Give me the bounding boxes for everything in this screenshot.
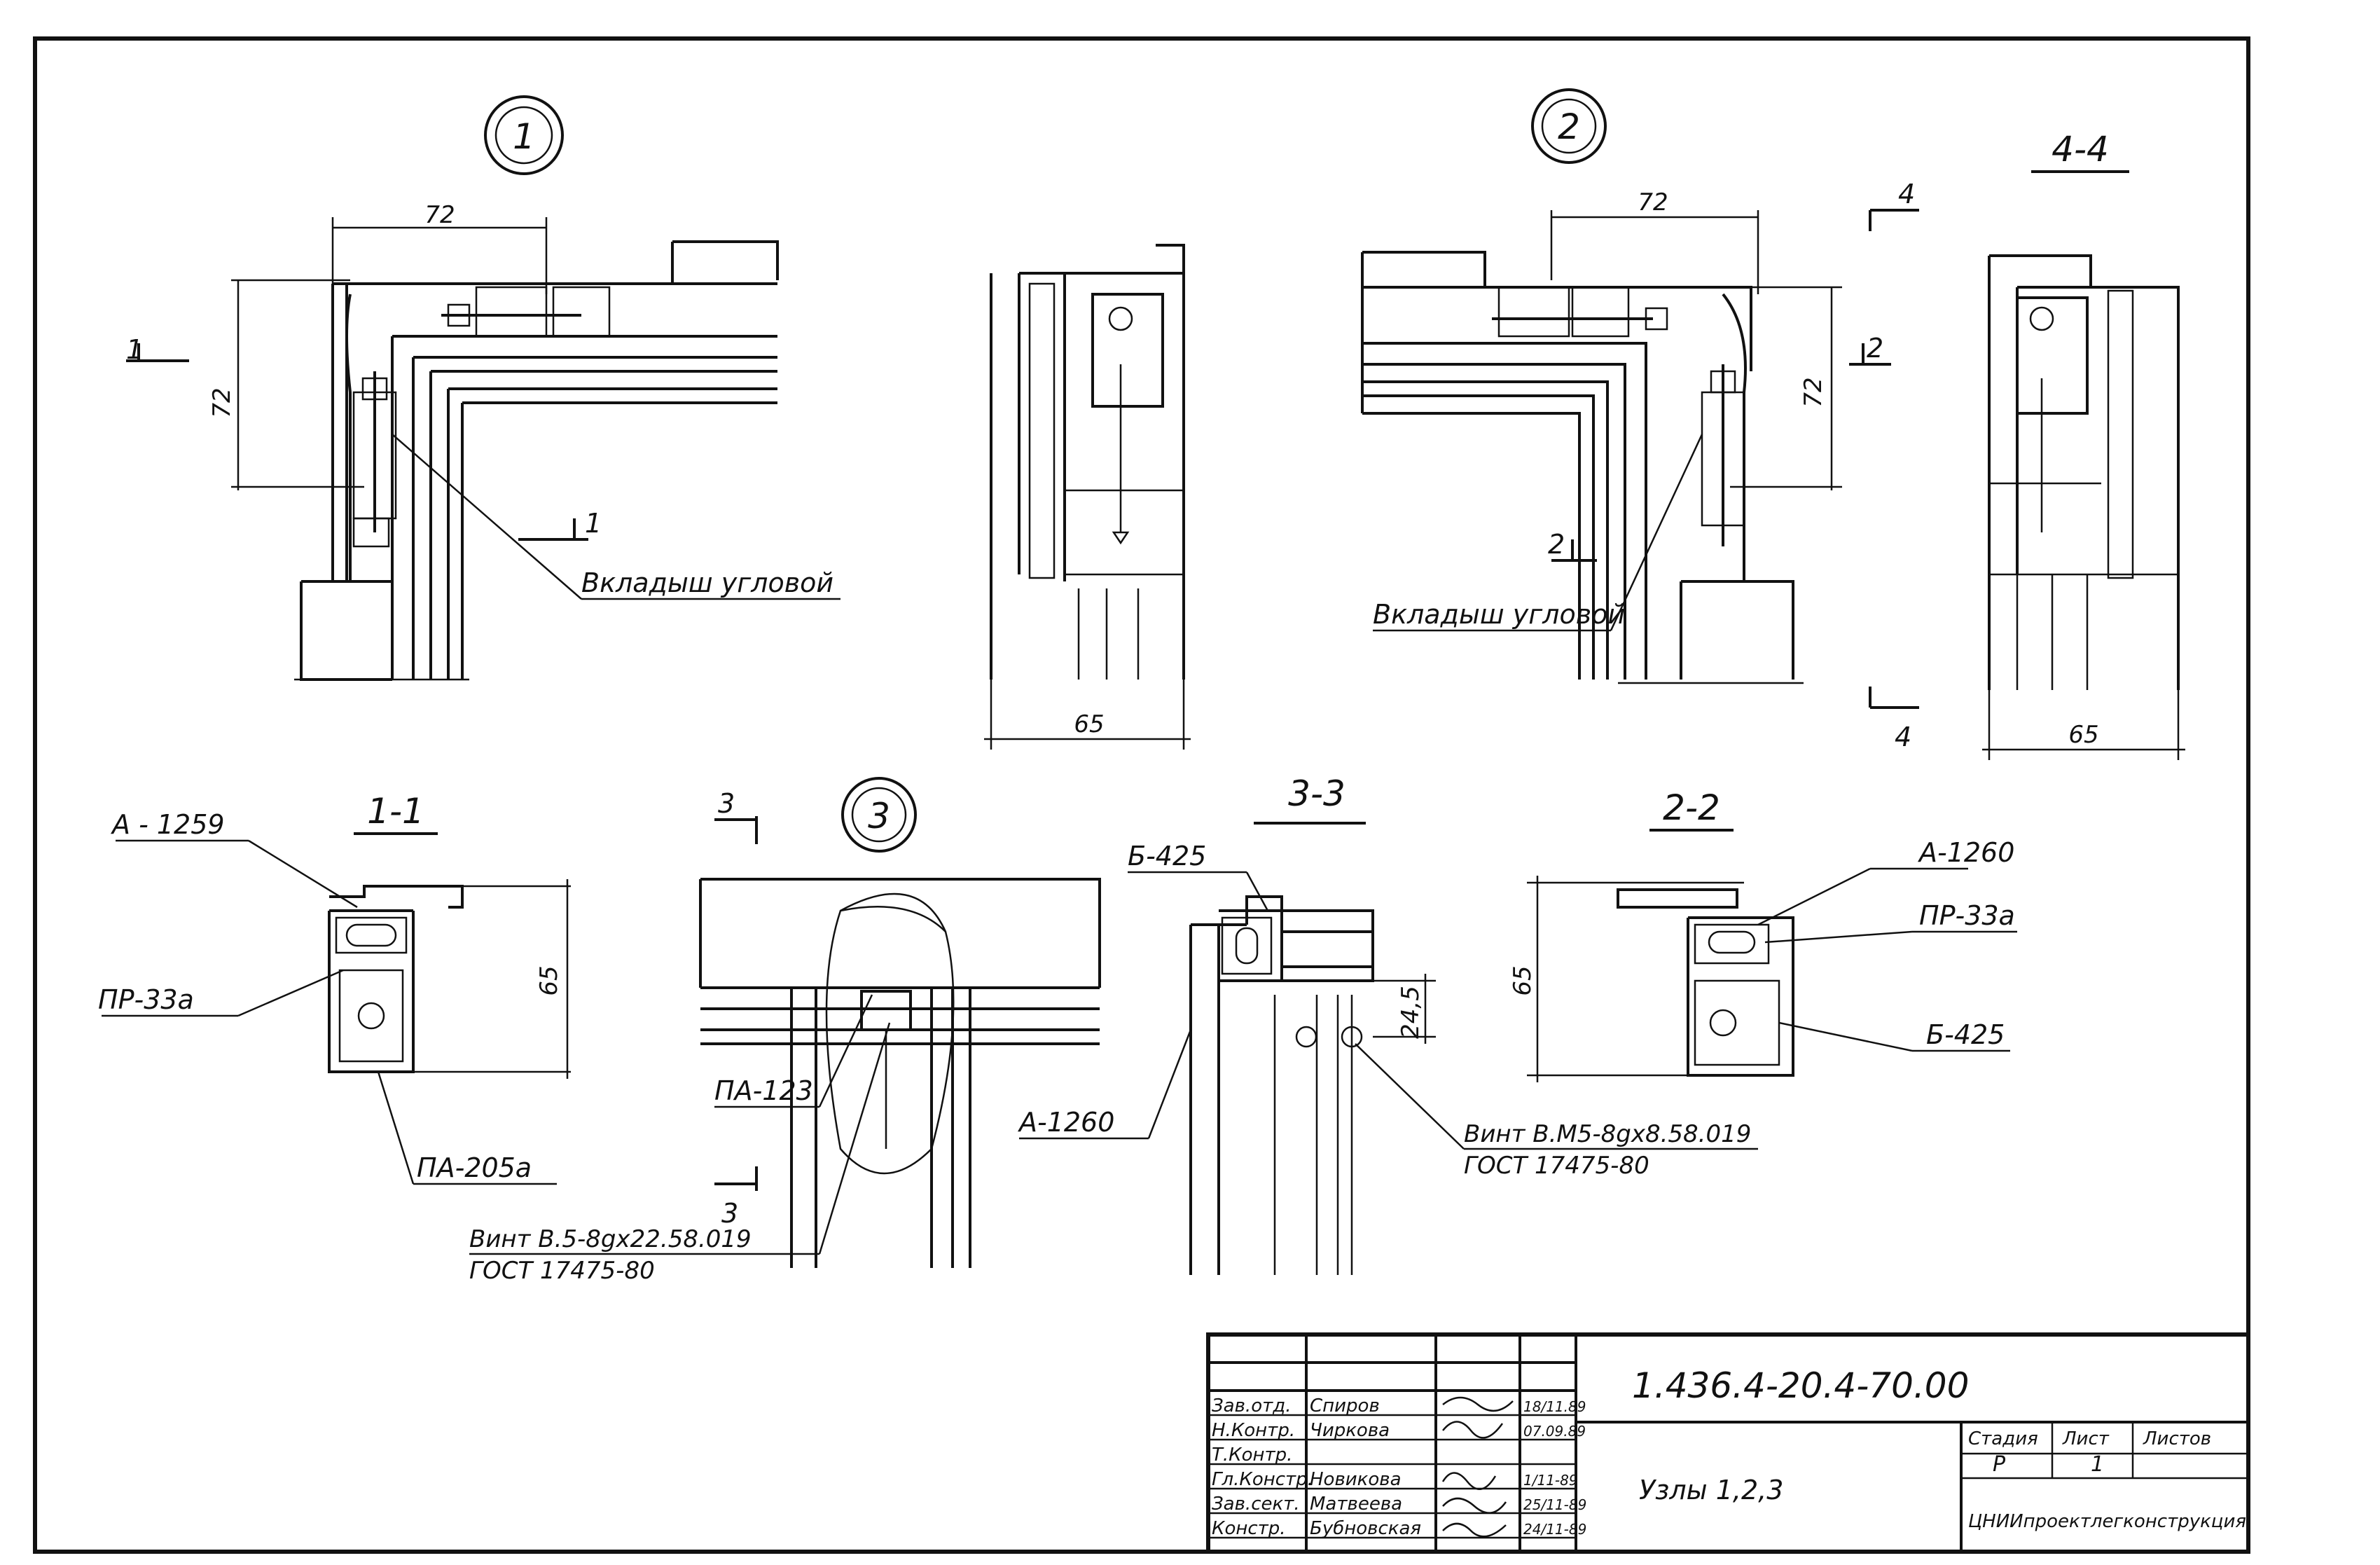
section-1-1-label-pr33a: ПР-33а — [98, 984, 194, 1015]
node-1-circle-inner — [494, 106, 553, 165]
sig-role-2: Т.Контр. — [1212, 1445, 1292, 1466]
sig-role-0: Зав.отд. — [1212, 1395, 1291, 1416]
sig-date-4: 25/11-89 — [1523, 1496, 1586, 1513]
section-3-3-screw-line1: Винт В.М5-8gх8.58.019 — [1464, 1120, 1751, 1148]
title-block-stage-value: Р — [1993, 1452, 2006, 1477]
sig-role-1: Н.Контр. — [1212, 1420, 1295, 1441]
node-2-number: 2 — [1558, 106, 1580, 147]
node-3-screw-line1: Винт В.5-8gх22.58.019 — [469, 1225, 752, 1253]
section-1-vertical-view: 65 — [984, 244, 1191, 750]
sig-date-0: 18/11.89 — [1523, 1398, 1586, 1415]
node-1-number: 1 — [513, 116, 535, 157]
section-2-2-label-a1260: А-1260 — [1917, 837, 2014, 868]
section-4-4-dim-65: 65 — [2068, 721, 2098, 749]
node-3-circle-inner — [851, 787, 907, 843]
node-2-cut-2b: 2 — [1867, 333, 1883, 364]
sig-name-0: Спиров — [1310, 1395, 1380, 1416]
section-4-4-cut-4b: 4 — [1895, 722, 1911, 752]
node-3-screw-line2: ГОСТ 17475-80 — [469, 1257, 655, 1285]
node-3-circle-outer — [841, 777, 917, 853]
section-4-4-cut-4a: 4 — [1898, 179, 1915, 209]
title-block: 1.436.4-20.4-70.00 Узлы 1,2,3 Стадия Лис… — [1206, 1332, 2250, 1554]
title-block-sheet-header: Лист — [2062, 1428, 2110, 1449]
section-3-3-label-b425: Б-425 — [1128, 841, 1206, 871]
title-block-stage-header: Стадия — [1968, 1428, 2038, 1449]
node-1-cut-1a: 1 — [126, 334, 143, 365]
sig-date-5: 24/11-89 — [1523, 1521, 1586, 1538]
node-2-callout-corner-insert: Вкладыш угловой — [1373, 599, 1625, 630]
section-1-1-dim-65: 65 — [535, 965, 563, 995]
sheet-border — [33, 36, 2250, 1554]
section-2-2-label-b425: Б-425 — [1926, 1019, 2005, 1050]
title-block-sheet-title: Узлы 1,2,3 — [1639, 1475, 1783, 1505]
section-3-3-view: 3-3 24,5 Б-425 А-1260 Винт В.М5-8gх8.58.… — [1017, 773, 1758, 1275]
node-2-cut-2a: 2 — [1548, 529, 1565, 560]
node-1-view: 1 72 72 1 1 — [126, 95, 840, 681]
section-3-3-title: 3-3 — [1288, 773, 1345, 814]
section-3-3-screw-line2: ГОСТ 17475-80 — [1464, 1152, 1649, 1180]
sig-role-4: Зав.сект. — [1212, 1494, 1300, 1515]
title-block-sheet-value: 1 — [2091, 1452, 2104, 1477]
section-3-3-label-a1260: А-1260 — [1017, 1107, 1114, 1138]
sig-name-3: Новикова — [1310, 1469, 1402, 1490]
node-1-dim-72-top: 72 — [424, 201, 455, 229]
node-3-cut-3b: 3 — [721, 1198, 738, 1229]
sig-role-5: Констр. — [1212, 1518, 1286, 1539]
section-4-4-title: 4-4 — [2052, 129, 2109, 170]
sig-date-1: 07.09.89 — [1523, 1423, 1586, 1440]
sig-name-5: Бубновская — [1310, 1518, 1421, 1539]
section-1-1-label-pa205a: ПА-205а — [417, 1152, 532, 1183]
sig-date-3: 1/11-89 — [1523, 1472, 1578, 1489]
section-2-2-title: 2-2 — [1663, 787, 1720, 828]
signature-scribble — [1441, 1396, 1514, 1538]
node-3-view: 3 3 3 ПА-123 Винт В.5-8gх22.58.019 ГОСТ … — [469, 777, 1101, 1285]
section-1-dim-65: 65 — [1074, 710, 1104, 738]
section-2-2-dim-65: 65 — [1509, 965, 1537, 995]
node-1-cut-1b: 1 — [585, 508, 602, 539]
node-1-circle-outer — [484, 95, 564, 175]
section-2-2-label-pr33a: ПР-33а — [1919, 900, 2015, 931]
section-1-1-title: 1-1 — [367, 791, 424, 832]
section-2-2-view: 2-2 65 А-1260 ПР-33а Б-425 — [1509, 787, 2017, 1082]
node-2-view: 2 72 72 2 2 Вкладыш угловой — [1361, 88, 1891, 684]
node-2-circle-inner — [1541, 98, 1597, 154]
section-1-1-view: 1-1 65 А - 1259 ПР-33а ПА-205а — [98, 791, 571, 1185]
sig-name-4: Матвеева — [1310, 1494, 1402, 1515]
node-1-dim-72-left: 72 — [208, 387, 236, 418]
sig-name-1: Чиркова — [1310, 1420, 1390, 1441]
section-3-3-dim-245: 24,5 — [1397, 986, 1425, 1039]
node-1-callout-corner-insert: Вкладыш угловой — [581, 567, 833, 598]
node-3-number: 3 — [868, 796, 890, 836]
section-4-4-view: 4-4 4 4 65 — [1869, 129, 2185, 760]
node-2-circle-outer — [1531, 88, 1607, 164]
section-1-1-label-a1259: А - 1259 — [110, 809, 225, 840]
node-2-dim-72-top: 72 — [1638, 188, 1668, 216]
node-3-label-pa123: ПА-123 — [714, 1075, 813, 1106]
title-block-designation: 1.436.4-20.4-70.00 — [1632, 1365, 1969, 1406]
node-2-dim-72-right: 72 — [1799, 377, 1827, 407]
sig-role-3: Гл.Констр. — [1212, 1469, 1313, 1490]
node-3-cut-3a: 3 — [718, 788, 735, 819]
title-block-organization: ЦНИИпроектлегконструкция — [1968, 1511, 2246, 1532]
title-block-sheets-header: Листов — [2143, 1428, 2211, 1449]
